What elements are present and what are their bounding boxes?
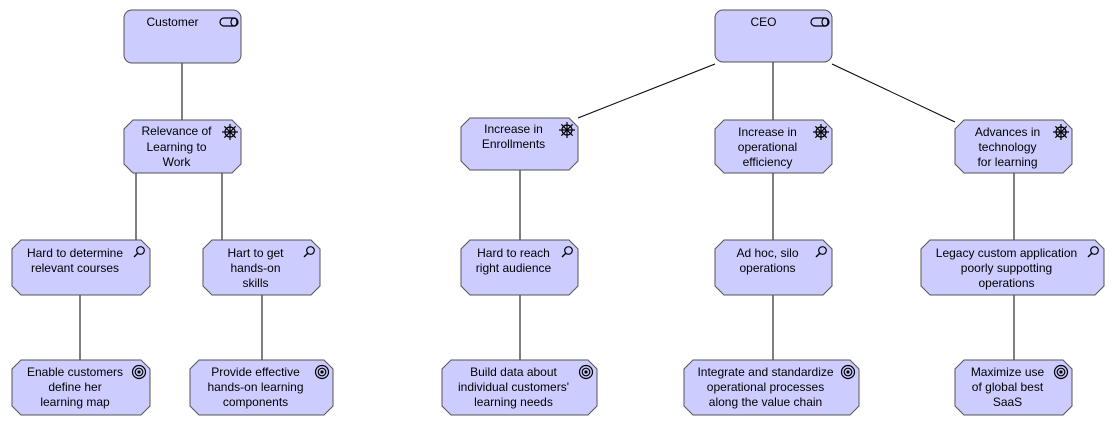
stakeholder-icon [219, 17, 239, 27]
node-label: Enrollments [482, 137, 545, 151]
node-customer[interactable]: Customer [123, 9, 242, 64]
node-label: learning needs [474, 395, 553, 409]
node-shape [954, 359, 1073, 416]
goal-icon [314, 364, 330, 380]
node-shape [920, 239, 1105, 296]
node-label: Build data about [470, 365, 557, 379]
assessment-icon [561, 246, 573, 258]
connection-ceo-to-increase-enrollments [577, 63, 716, 119]
connections-layer [79, 62, 1015, 360]
node-shape [460, 239, 579, 296]
node-label: Learning to [146, 140, 206, 154]
node-ceo[interactable]: CEO [714, 9, 833, 63]
node-shape [460, 117, 579, 171]
node-shape [123, 119, 242, 174]
assessment-icon [1087, 246, 1099, 258]
assessment-icon [133, 246, 145, 258]
node-shape [202, 239, 321, 296]
node-shape [11, 359, 151, 416]
node-label: operations [739, 261, 795, 275]
assessment-icon [815, 246, 827, 258]
node-label: operations [978, 276, 1034, 290]
stakeholder-icon [810, 17, 830, 27]
node-shape [683, 359, 860, 416]
node-label: operational [738, 140, 797, 154]
node-label: individual customers' [458, 380, 569, 394]
node-label: learning map [40, 395, 110, 409]
node-shape [441, 359, 598, 416]
driver-icon [813, 124, 829, 140]
node-label: skills [243, 276, 269, 290]
node-label: Provide effective [211, 365, 300, 379]
node-label: efficiency [743, 155, 793, 169]
node-label: Relevance of [141, 124, 212, 138]
node-label: Ad hoc, silo [736, 246, 798, 260]
node-label: along the value chain [709, 395, 822, 409]
node-label: Increase in [738, 125, 797, 139]
goal-icon [1053, 364, 1069, 380]
node-label: Maximize use [971, 365, 1045, 379]
node-shape [714, 9, 833, 63]
assessment-icon [303, 246, 315, 258]
node-label: define her [48, 380, 101, 394]
node-label: Hard to reach [477, 246, 550, 260]
node-label: of global best [972, 380, 1044, 394]
driver-icon [222, 124, 238, 140]
node-label: CEO [750, 15, 776, 29]
node-label: SaaS [993, 395, 1022, 409]
connection-ceo-to-advances-tech [831, 63, 956, 123]
goal-icon [840, 364, 856, 380]
node-label: Hard to determine [27, 246, 123, 260]
node-label: Customer [146, 15, 198, 29]
node-label: hands-on [230, 261, 280, 275]
node-shape [189, 359, 334, 416]
node-label: hands-on learning [207, 380, 303, 394]
node-label: poorly suppotting [961, 261, 1052, 275]
node-label: Enable customers [27, 365, 123, 379]
node-label: for learning [977, 155, 1037, 169]
node-shape [954, 119, 1073, 174]
node-shape [714, 239, 833, 296]
node-label: Advances in [975, 125, 1040, 139]
goal-icon [578, 364, 594, 380]
node-label: relevant courses [31, 261, 119, 275]
node-label: components [223, 395, 288, 409]
node-label: operational processes [707, 380, 824, 394]
node-shape [123, 9, 242, 64]
goal-icon [131, 364, 147, 380]
node-label: Legacy custom application [936, 246, 1077, 260]
driver-icon [1053, 124, 1069, 140]
driver-icon [559, 122, 575, 138]
node-shape [11, 239, 151, 296]
node-label: Hart to get [227, 246, 284, 260]
node-shape [714, 119, 833, 174]
node-label: Work [163, 155, 192, 169]
node-label: right audience [476, 261, 552, 275]
node-label: Integrate and standardize [697, 365, 833, 379]
node-label: technology [978, 140, 1036, 154]
node-label: Increase in [484, 122, 543, 136]
